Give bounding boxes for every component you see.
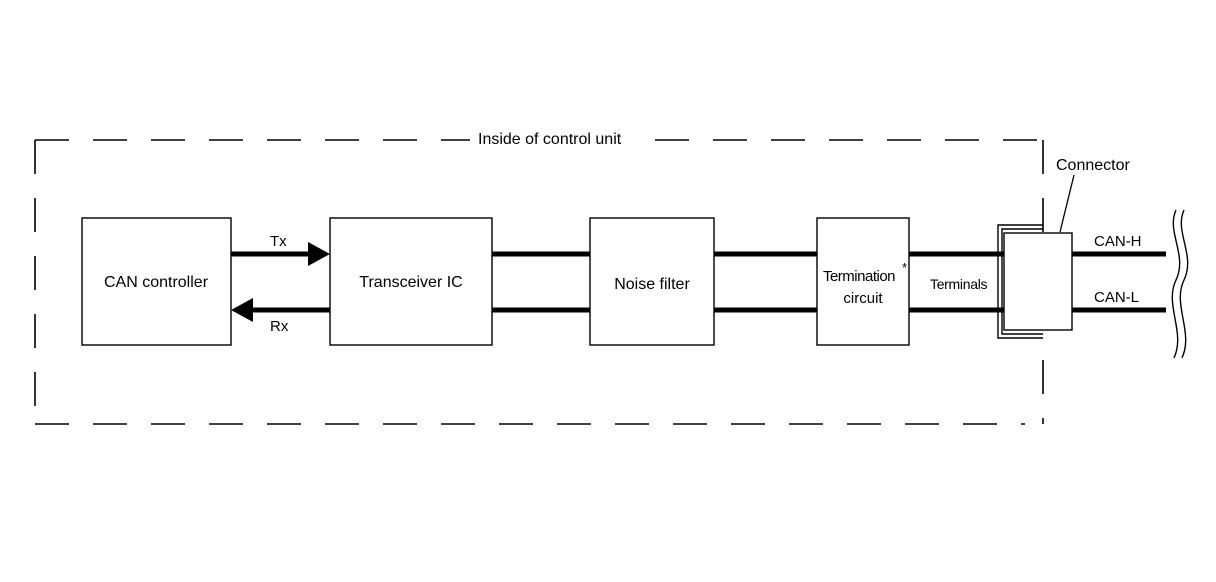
termination-label-line1: Termination	[823, 268, 895, 285]
termination-block	[816, 217, 910, 346]
rx-label: Rx	[270, 318, 289, 335]
control-unit-boundary	[34, 139, 1044, 425]
bus-lines	[492, 251, 1166, 313]
can-h-label: CAN-H	[1094, 233, 1142, 250]
tx-label: Tx	[270, 233, 287, 250]
can-controller-block	[81, 217, 232, 346]
noise-filter-label: Noise filter	[614, 276, 690, 293]
boundary-label: Inside of control unit	[478, 131, 622, 148]
termination-label-line2: circuit	[843, 290, 883, 307]
terminals-label: Terminals	[930, 276, 988, 292]
tx-arrow	[231, 242, 330, 266]
can-controller-label: CAN controller	[104, 274, 209, 291]
connector-shape	[997, 224, 1073, 339]
wire-break-symbol	[1171, 209, 1189, 359]
noise-filter-block	[589, 217, 715, 346]
rx-arrow	[231, 298, 330, 322]
connector-leader	[1059, 174, 1075, 233]
connector-label: Connector	[1056, 157, 1130, 174]
can-l-label: CAN-L	[1094, 289, 1139, 306]
transceiver-label: Transceiver IC	[359, 274, 462, 291]
termination-asterisk: *	[902, 260, 907, 275]
transceiver-block	[329, 217, 493, 346]
